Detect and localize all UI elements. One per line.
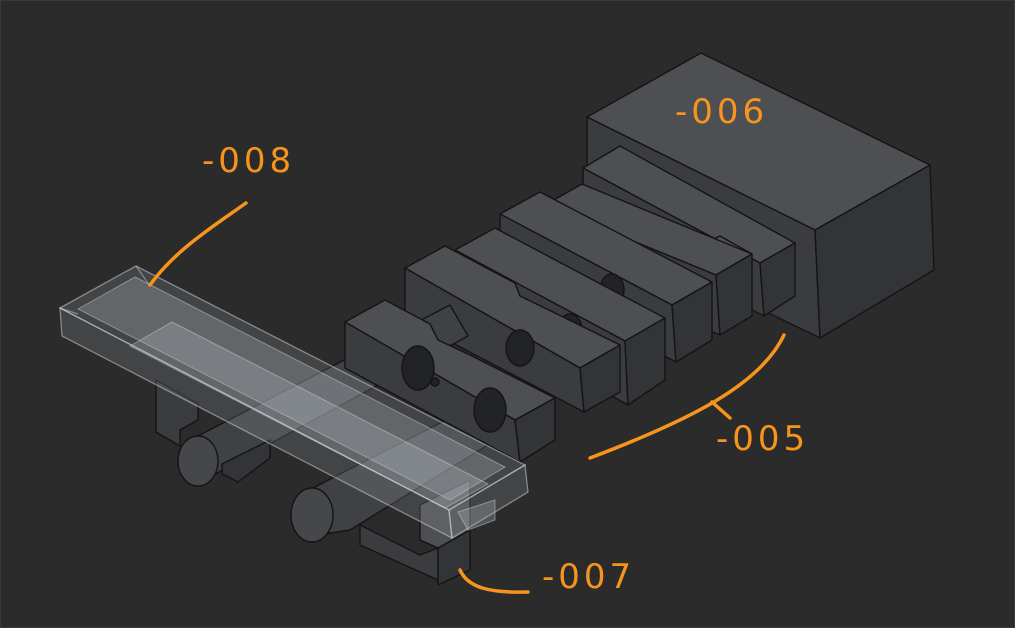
annotation-008: -008 <box>148 141 295 287</box>
label-006: -006 <box>675 92 768 132</box>
leader-005-tick <box>710 400 732 420</box>
annotation-007: -007 <box>458 557 635 597</box>
label-005: -005 <box>716 419 809 459</box>
plate-5 <box>404 245 621 413</box>
front-clamp-block[interactable] <box>344 299 556 463</box>
transparent-bar-008[interactable] <box>58 265 529 540</box>
leader-005 <box>588 333 786 460</box>
annotation-005: -005 <box>588 333 809 460</box>
label-008: -008 <box>202 141 295 181</box>
leader-008 <box>148 201 248 287</box>
label-007: -007 <box>542 557 635 597</box>
leader-007 <box>458 568 530 594</box>
plate-stack-005[interactable] <box>404 145 796 413</box>
annotation-006: -006 <box>675 92 768 132</box>
